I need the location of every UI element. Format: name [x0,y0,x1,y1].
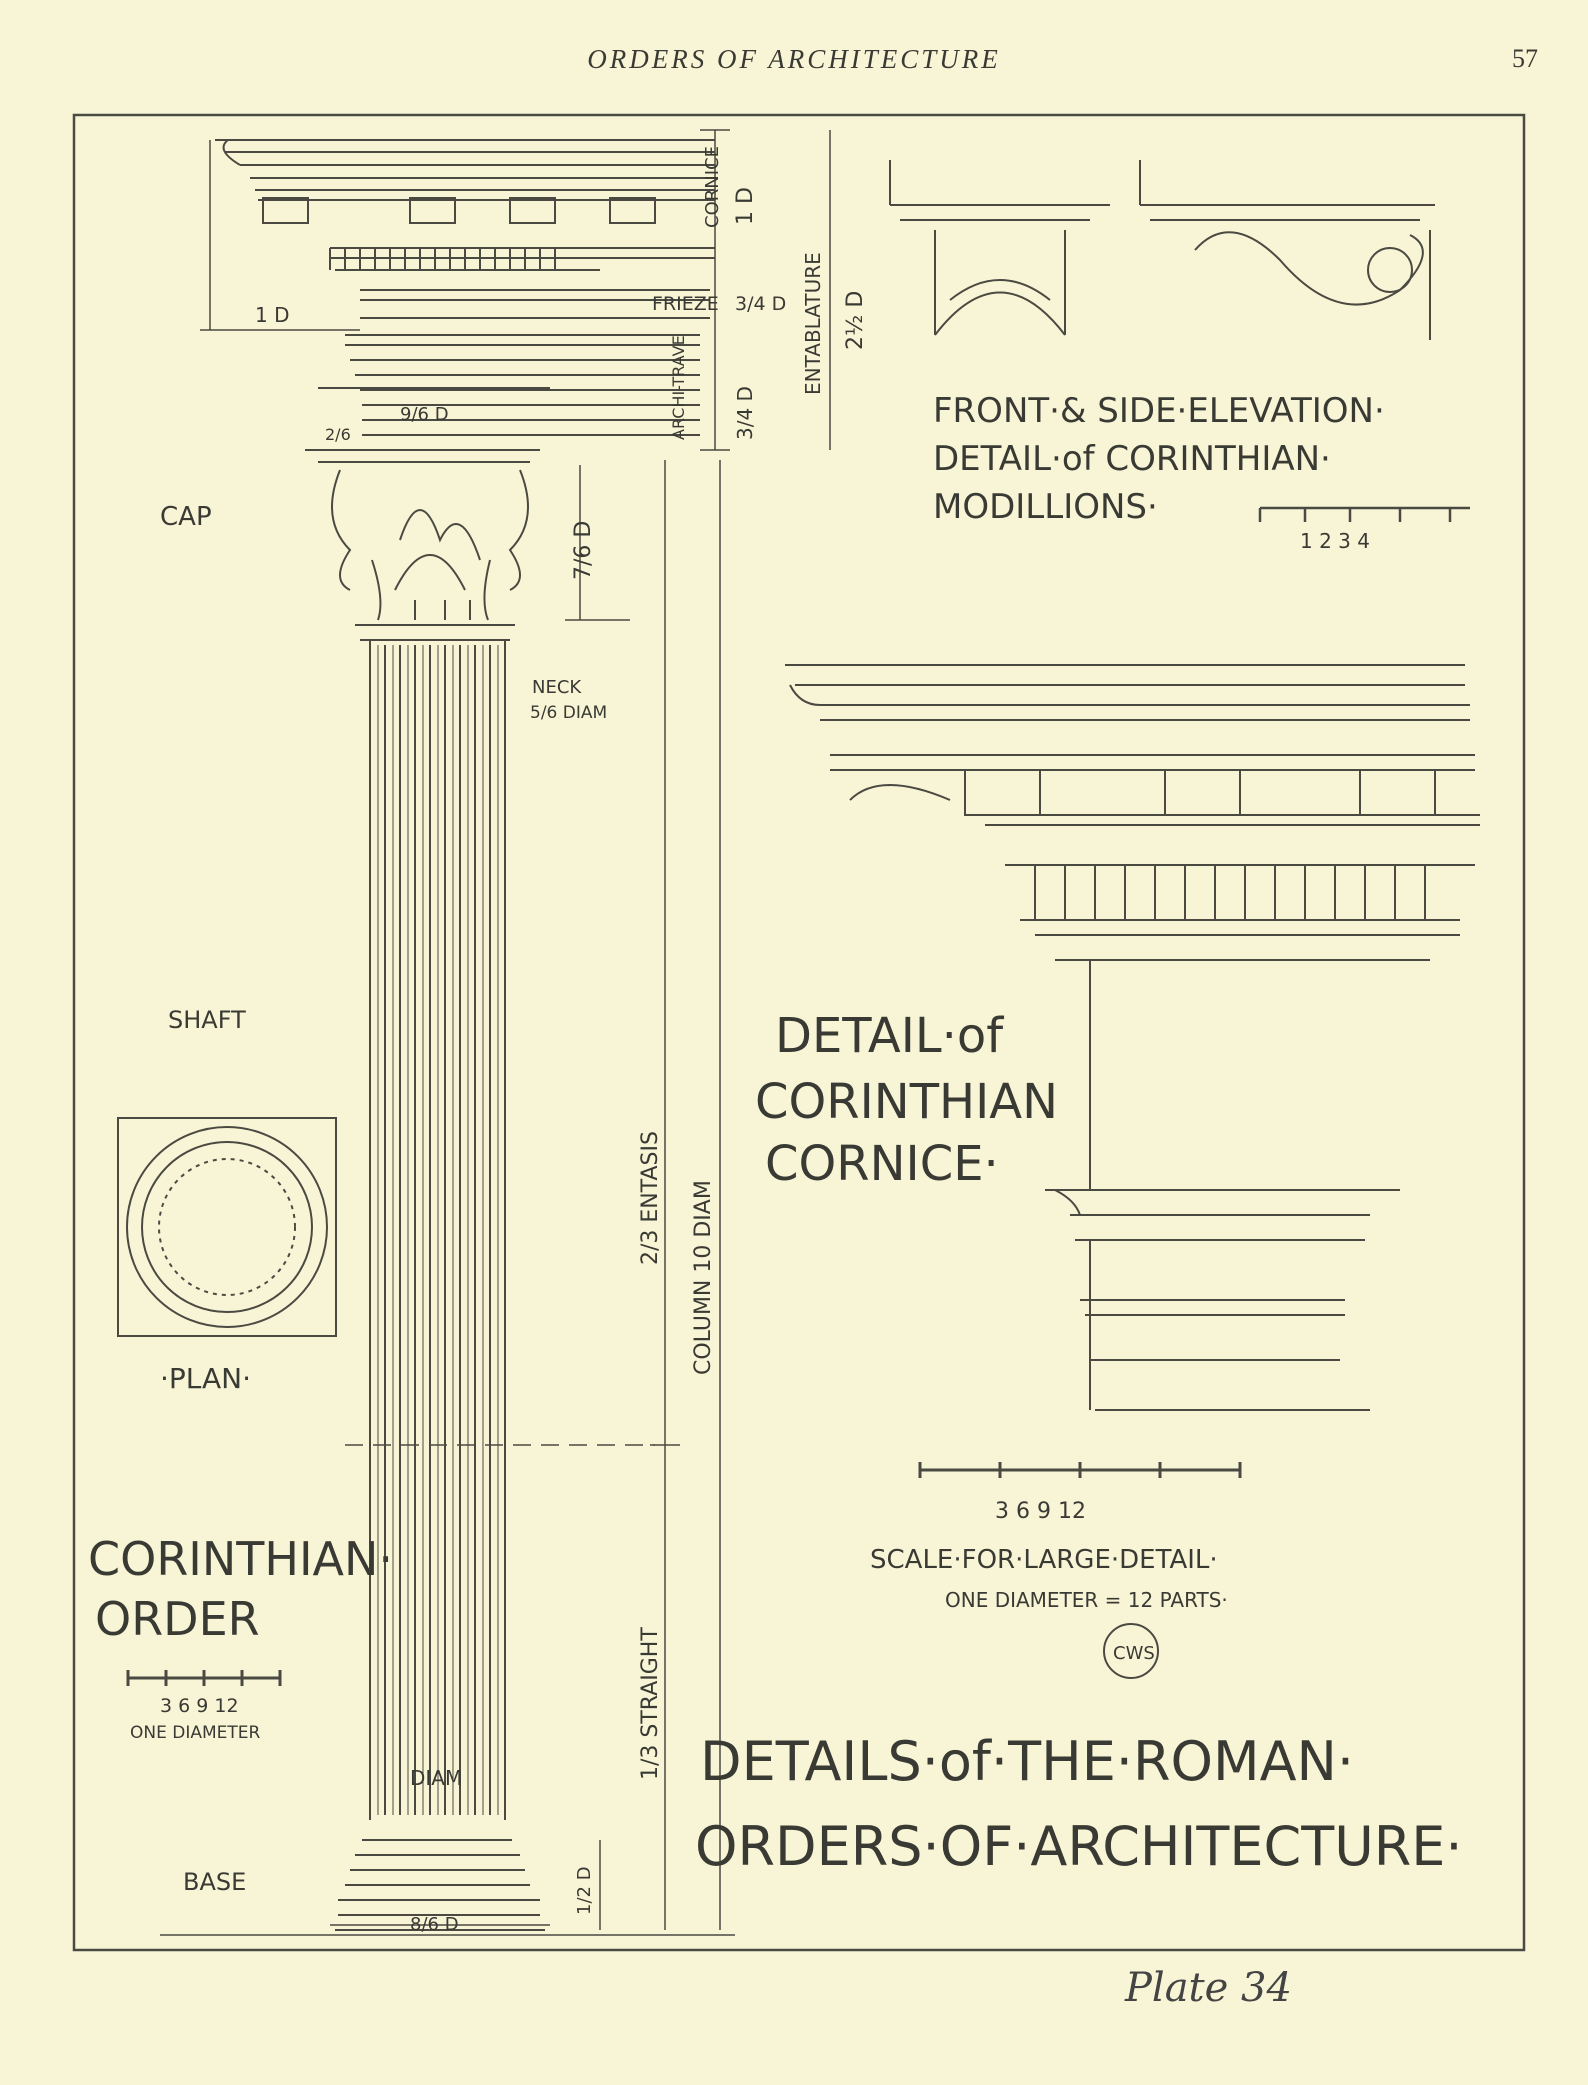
modillion-caption-line3: MODILLIONS· [933,487,1158,527]
entasis-label: 2/3 ENTASIS [638,1131,663,1265]
large-detail-scale [918,1462,1242,1478]
cornice-dim-label: 1 D [733,187,758,225]
entablature-label: ENTABLATURE [801,252,825,395]
dimension-lines [160,129,831,1936]
main-title-line1: DETAILS·of·THE·ROMAN· [700,1730,1354,1793]
cap-dim-label: 7/6 D [571,521,596,580]
plan-drawing [117,1117,337,1337]
shaft-label: SHAFT [168,1006,246,1034]
modillion-caption-line2: DETAIL·of CORINTHIAN· [933,439,1331,479]
main-title-line2: ORDERS·OF·ARCHITECTURE· [695,1815,1463,1878]
plan-label: ·PLAN· [160,1362,251,1395]
dentils [329,248,556,270]
order-scale-caption: ONE DIAMETER [130,1723,261,1743]
large-scale-ticks: 3 6 9 12 [995,1499,1086,1524]
abacus-dim-label: 9/6 D [400,404,449,425]
frieze-dim-label: 3/4 D [735,293,786,315]
cornice-label: CORNICE [702,146,723,228]
base-dim-label: 8/6 D [410,1914,459,1935]
neck-dim-label: 5/6 DIAM [530,703,607,723]
straight-label: 1/3 STRAIGHT [638,1627,663,1780]
monogram-circle [1103,1623,1159,1679]
capital-drawing [331,469,529,641]
abacus-small-label: 2/6 [325,425,351,444]
architrave-dim-label: 3/4 D [733,386,757,440]
frieze-lines [360,289,710,319]
cornice-detail-line2: CORINTHIAN [755,1074,1058,1130]
cornice-detail-line1: DETAIL·of [775,1008,1004,1064]
large-cornice [785,664,1480,1411]
modillion-front [889,160,1110,336]
neck-label: NECK [532,677,582,698]
modillion-scale-ticks: 1 2 3 4 [1300,529,1370,553]
plate-note: Plate 34 [1125,1965,1292,2011]
plate-border [72,113,1526,1952]
shaft-drawing [369,640,506,1820]
page-number: 57 [1512,44,1538,73]
monogram: CWS [1113,1643,1155,1664]
base-drawing [335,1839,545,1931]
architrave-label: ARCHI-TRAVE [669,335,688,440]
base-label: BASE [183,1868,246,1896]
frieze-label: FRIEZE [652,293,719,315]
modillion-caption-line1: FRONT·& SIDE·ELEVATION· [933,391,1385,431]
entablature-dim-label: 2½ D [843,291,868,350]
modillion-blocks [262,197,656,224]
cap-label: CAP [160,502,212,532]
order-title-line1: CORINTHIAN· [88,1532,393,1586]
cornice-detail-line3: CORNICE· [765,1136,999,1192]
scale-caption: SCALE·FOR·LARGE·DETAIL· [870,1545,1218,1575]
order-scale-ticks: 3 6 9 12 [160,1695,239,1717]
abacus [305,449,540,463]
order-scale [126,1670,282,1686]
projection-label: 1 D [255,303,289,327]
architrave-drawing [318,334,700,436]
diam-label: DIAM [410,1766,462,1790]
column-height-label: COLUMN 10 DIAM [691,1180,716,1375]
order-title-line2: ORDER [95,1592,260,1646]
base-height-label: 1/2 D [574,1866,595,1915]
running-title: ORDERS OF ARCHITECTURE [587,44,1001,74]
scale-note: ONE DIAMETER = 12 PARTS· [945,1588,1228,1612]
modillion-side [1139,160,1435,340]
modillion-scale [1258,506,1470,522]
